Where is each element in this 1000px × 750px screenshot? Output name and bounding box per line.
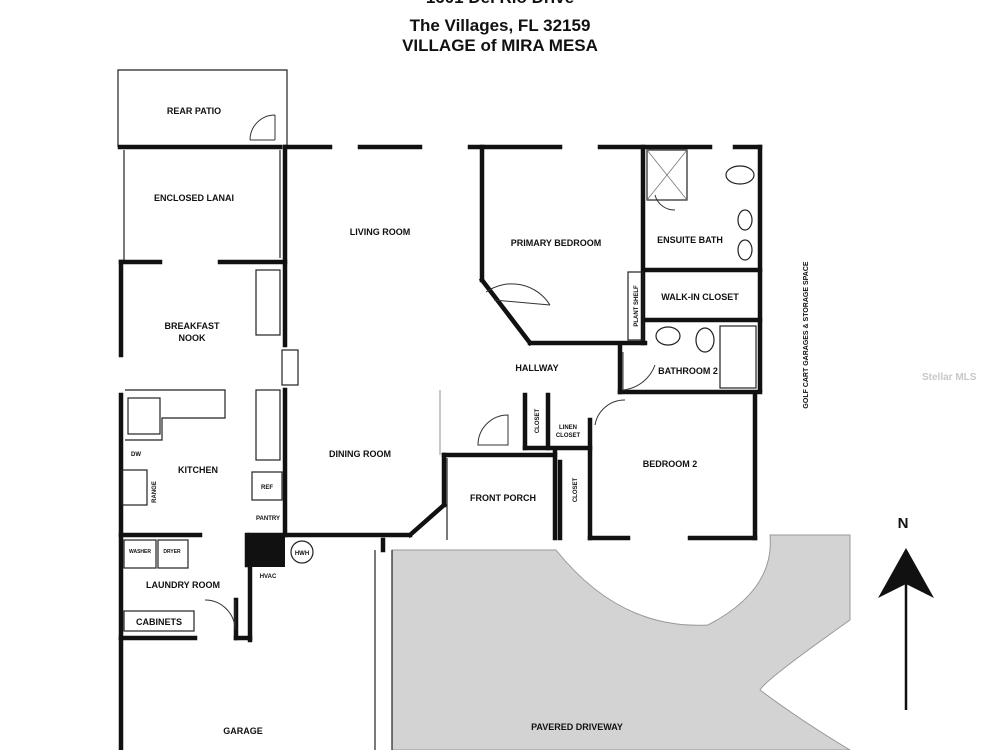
north-arrow-icon: N xyxy=(878,515,934,710)
label-dryer: DRYER xyxy=(163,549,181,555)
watermark: Stellar MLS xyxy=(922,372,977,383)
label-dining-room: DINING ROOM xyxy=(329,449,391,459)
label-range: RANGE xyxy=(152,481,158,503)
rear-patio xyxy=(117,69,288,147)
label-bedroom-2: BEDROOM 2 xyxy=(643,459,698,469)
label-walk-in-closet: WALK-IN CLOSET xyxy=(661,292,739,302)
address-line-2: The Villages, FL 32159 xyxy=(409,16,591,35)
address-line-3: VILLAGE of MIRA MESA xyxy=(402,36,598,55)
label-bathroom-2: BATHROOM 2 xyxy=(658,366,718,376)
label-linen: LINEN xyxy=(559,425,577,431)
hvac-unit xyxy=(247,535,285,567)
hwh-circle xyxy=(290,540,314,564)
svg-text:N: N xyxy=(898,515,909,532)
label-plant-shelf: PLANT SHELF xyxy=(634,285,640,327)
label-kitchen: KITCHEN xyxy=(178,465,218,475)
label-ref: REF xyxy=(261,485,273,491)
label-cabinets: CABINETS xyxy=(136,617,182,627)
label-pantry: PANTRY xyxy=(256,516,280,522)
door-swings xyxy=(204,194,676,631)
driveway-paving xyxy=(391,534,851,750)
label-primary-bedroom: PRIMARY BEDROOM xyxy=(511,238,602,248)
label-washer: WASHER xyxy=(129,549,151,555)
label-closet-hall: CLOSET xyxy=(535,409,541,434)
address-line-1: 1601 Del Rio Drive xyxy=(300,0,700,8)
label-golf-cart: GOLF CART GARAGES & STORAGE SPACE xyxy=(803,261,810,408)
label-rear-patio: REAR PATIO xyxy=(167,106,221,116)
label-dw: DW xyxy=(131,452,141,458)
label-enclosed-lanai: ENCLOSED LANAI xyxy=(154,193,234,203)
label-breakfast: BREAKFAST xyxy=(164,321,220,331)
enclosed-lanai xyxy=(117,144,285,260)
kitchen-counters xyxy=(121,389,283,632)
bath-fixtures xyxy=(627,149,757,389)
label-laundry-room: LAUNDRY ROOM xyxy=(146,580,220,590)
label-hvac: HVAC xyxy=(260,574,277,580)
label-living-room: LIVING ROOM xyxy=(350,227,411,237)
label-hwh: HWH xyxy=(295,551,309,557)
label-nook: NOOK xyxy=(179,333,207,343)
label-ensuite-bath: ENSUITE BATH xyxy=(657,235,723,245)
label-hallway: HALLWAY xyxy=(515,363,558,373)
house-walls xyxy=(118,144,763,750)
label-front-porch: FRONT PORCH xyxy=(470,493,536,503)
label-garage: GARAGE xyxy=(223,726,263,736)
label-linen-closet: CLOSET xyxy=(556,433,581,439)
label-pavered-driveway: PAVERED DRIVEWAY xyxy=(531,722,623,732)
label-closet-bed2: CLOSET xyxy=(573,478,579,503)
